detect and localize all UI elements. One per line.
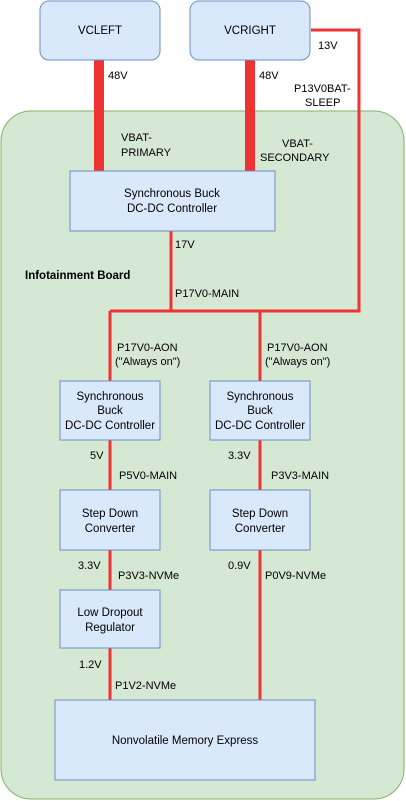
stepdown-left-line1: Step Down [82, 508, 138, 520]
label-vbat-secondary-line1: VBAT- [282, 138, 313, 150]
label-p0v9-nvme: P0V9-NVMe [265, 570, 326, 582]
stepdown-left-line2: Converter [85, 523, 136, 535]
ldo-line1: Low Dropout [77, 607, 143, 619]
label-vbat-secondary-line2: SECONDARY [260, 152, 330, 164]
label-p17v0-aon-left-line1: P17V0-AON [117, 342, 178, 354]
label-vbat-primary-line1: VBAT- [121, 132, 152, 144]
label-48v-right: 48V [259, 70, 279, 82]
label-p13v0bat-line1: P13V0BAT- [294, 83, 351, 95]
stepdown-left-block: Step Down Converter [59, 489, 161, 551]
label-p5v0-main: P5V0-MAIN [119, 470, 177, 482]
label-p17v0-main: P17V0-MAIN [175, 288, 239, 300]
vcright-block: VCRIGHT [189, 0, 311, 61]
buck-left-line1: Synchronous [76, 391, 143, 403]
stepdown-right-line1: Step Down [232, 508, 288, 520]
label-p1v2-nvme: P1V2-NVMe [115, 680, 176, 692]
label-17v: 17V [175, 239, 195, 251]
board-label: Infotainment Board [25, 270, 130, 282]
buck-left-line3: DC-DC Controller [65, 420, 155, 432]
buck-right-line3: DC-DC Controller [215, 420, 305, 432]
ldo-block: Low Dropout Regulator [59, 589, 161, 649]
buck-right-block: Synchronous Buck DC-DC Controller [209, 380, 311, 441]
label-p17v0-aon-right-line2: ("Always on") [265, 356, 330, 368]
nvme-block: Nonvolatile Memory Express [54, 699, 316, 781]
vcleft-block: VCLEFT [39, 0, 161, 61]
buck-main-block: Synchronous Buck DC-DC Controller [69, 170, 276, 232]
label-3v3-left: 3.3V [78, 560, 101, 572]
label-0v9: 0.9V [228, 560, 251, 572]
label-p17v0-aon-left-line2: ("Always on") [115, 356, 180, 368]
label-1v2: 1.2V [79, 659, 102, 671]
buck-left-line2: Buck [97, 405, 123, 417]
label-p17v0-aon-right-line1: P17V0-AON [267, 342, 328, 354]
buck-right-line2: Buck [247, 405, 273, 417]
wires [94, 28, 361, 700]
label-p3v3-main: P3V3-MAIN [271, 470, 329, 482]
stepdown-right-block: Step Down Converter [209, 489, 311, 551]
label-3v3-right: 3.3V [228, 450, 251, 462]
label-13v: 13V [318, 40, 338, 52]
stepdown-right-line2: Converter [235, 523, 286, 535]
label-p13v0bat-line2: SLEEP [305, 97, 340, 109]
label-vbat-primary-line2: PRIMARY [121, 147, 172, 159]
label-5v: 5V [90, 450, 104, 462]
buck-main-line1: Synchronous Buck [124, 188, 220, 200]
label-48v-left: 48V [108, 70, 128, 82]
buck-main-line2: DC-DC Controller [127, 203, 217, 215]
ldo-line2: Regulator [85, 622, 135, 634]
buck-right-line1: Synchronous [226, 391, 293, 403]
vcright-label: VCRIGHT [224, 25, 276, 37]
vcleft-label: VCLEFT [78, 25, 122, 37]
buck-left-block: Synchronous Buck DC-DC Controller [59, 380, 161, 441]
wire-13v-sleep [260, 28, 361, 313]
nvme-label: Nonvolatile Memory Express [112, 735, 259, 747]
net-labels: 48V 48V 13V P13V0BAT- SLEEP VBAT- PRIMAR… [78, 40, 351, 692]
label-p3v3-nvme: P3V3-NVMe [118, 570, 179, 582]
